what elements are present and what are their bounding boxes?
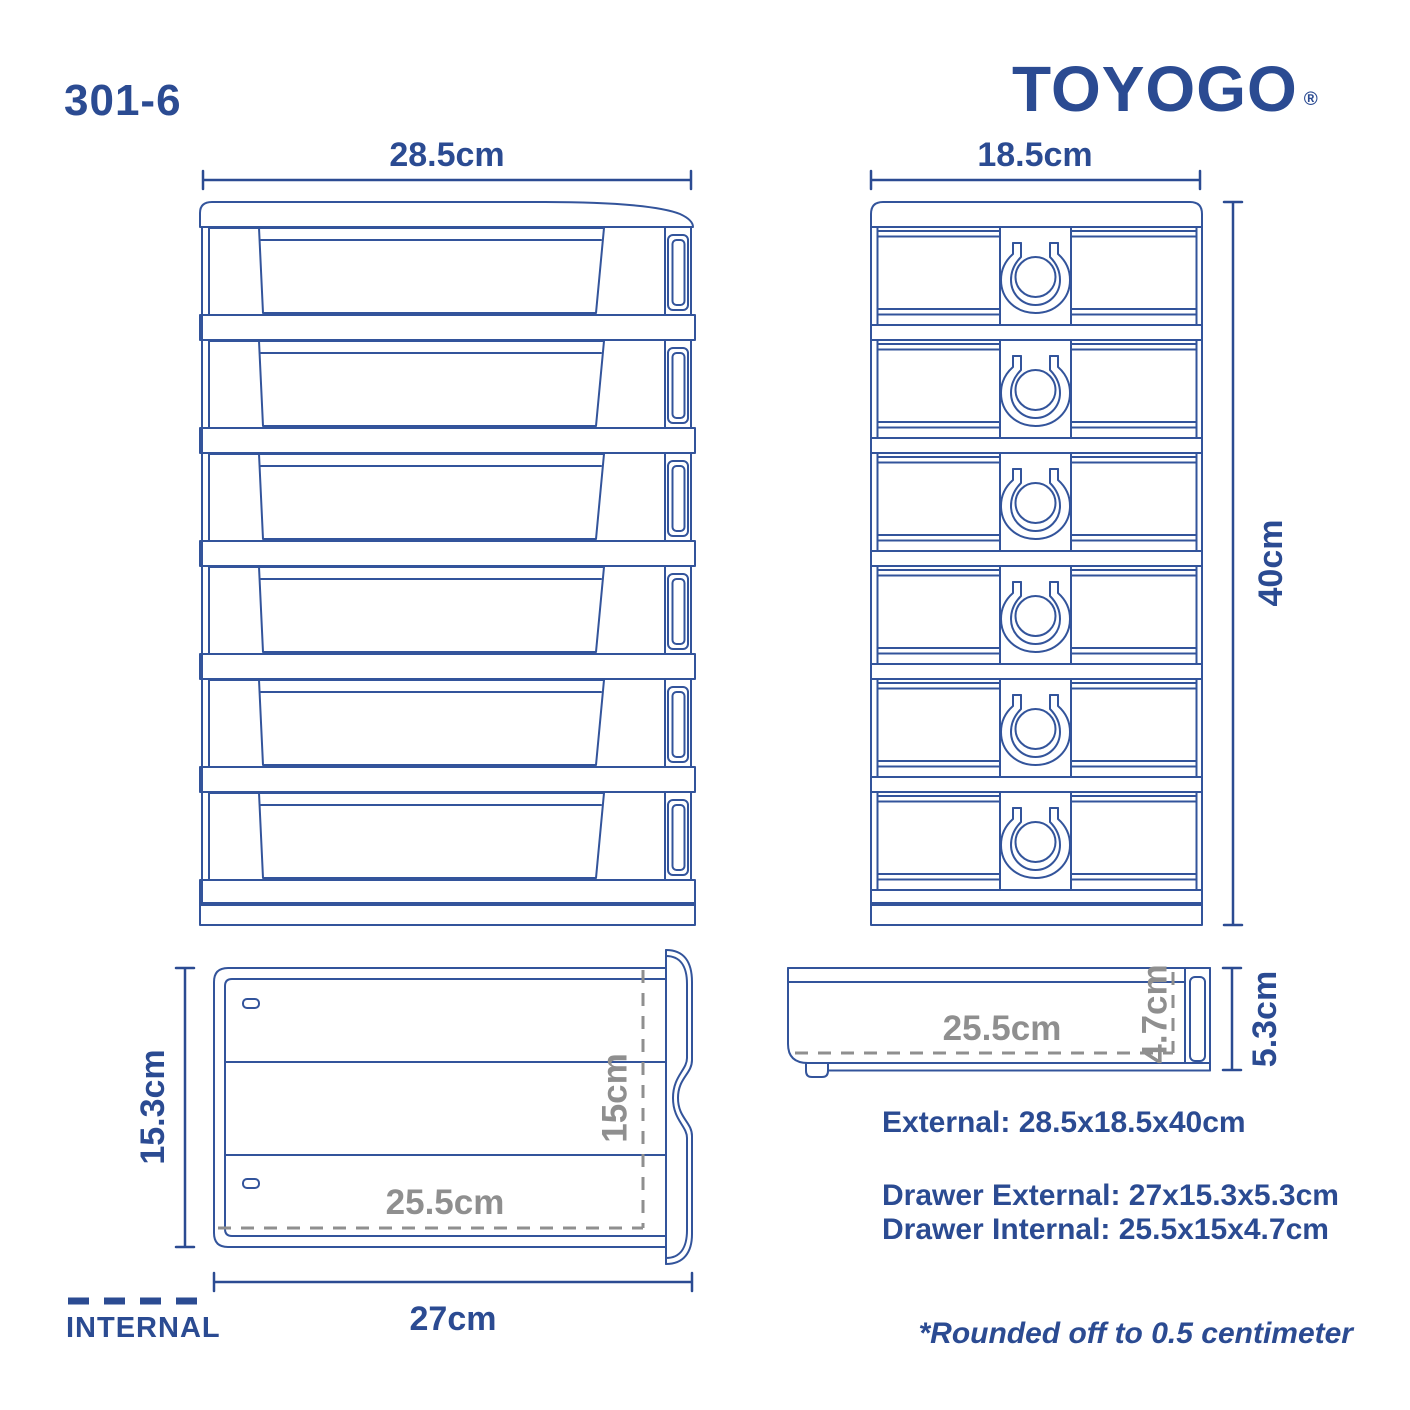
spec-drawer-external: Drawer External: 27x15.3x5.3cm xyxy=(882,1179,1339,1212)
dim-label-drawer-width: 27cm xyxy=(410,1300,497,1338)
dim-label-drawer-depth: 15.3cm xyxy=(134,1049,172,1164)
drawer-top-view-drawing xyxy=(213,949,693,1265)
dim-label-internal-depth: 15cm xyxy=(595,1053,634,1143)
drawer-depth-dimension-line xyxy=(174,966,196,1249)
drawer-handle-profile xyxy=(665,949,693,1265)
dim-label-drawer-height: 5.3cm xyxy=(1246,971,1284,1067)
height-dimension-line xyxy=(1222,200,1244,927)
drawer-slot xyxy=(242,998,260,1009)
drawer-handle-groove xyxy=(1189,976,1206,1062)
spec-drawer-internal: Drawer Internal: 25.5x15x4.7cm xyxy=(882,1213,1329,1246)
rounding-footnote: *Rounded off to 0.5 centimeter xyxy=(918,1317,1353,1350)
drawer-width-dimension-line xyxy=(212,1271,694,1293)
drawer-slot xyxy=(242,1178,260,1189)
internal-dimension-dashes xyxy=(795,972,1175,1055)
dimension-annotations: 28.5cm 18.5cm 40cm 15.3cm 27cm 5.3cm 25.… xyxy=(134,136,1290,1338)
side-top-cap xyxy=(870,201,1203,228)
internal-dimension-dashes xyxy=(218,970,645,1230)
registered-mark-icon: ® xyxy=(1303,89,1319,110)
internal-legend-label: INTERNAL xyxy=(66,1312,221,1344)
spec-external: External: 28.5x18.5x40cm xyxy=(882,1106,1246,1139)
width-dimension-line xyxy=(201,169,693,191)
brand-name: TOYOGO xyxy=(1012,53,1298,125)
dim-label-unit-depth: 18.5cm xyxy=(977,136,1092,174)
drawer-height-dimension-line xyxy=(1221,966,1243,1072)
drawer-foot xyxy=(805,1062,829,1078)
dim-label-unit-height: 40cm xyxy=(1252,520,1290,607)
model-number: 301-6 xyxy=(64,76,182,125)
brand-logo: TOYOGO® xyxy=(1012,52,1319,126)
dim-label-unit-width: 28.5cm xyxy=(389,136,504,174)
drawer-side-view-drawing xyxy=(787,967,1211,1078)
side-base xyxy=(870,902,1203,926)
dim-label-internal-width: 25.5cm xyxy=(386,1183,505,1222)
dim-label-internal-height: 4.7cm xyxy=(1135,964,1174,1063)
front-base xyxy=(199,902,696,926)
dim-label-internal-width-side: 25.5cm xyxy=(943,1009,1062,1048)
side-view-drawing xyxy=(870,201,1203,926)
front-view-drawing xyxy=(199,201,696,926)
depth-dimension-line xyxy=(869,169,1202,191)
front-top-cap xyxy=(199,201,694,228)
